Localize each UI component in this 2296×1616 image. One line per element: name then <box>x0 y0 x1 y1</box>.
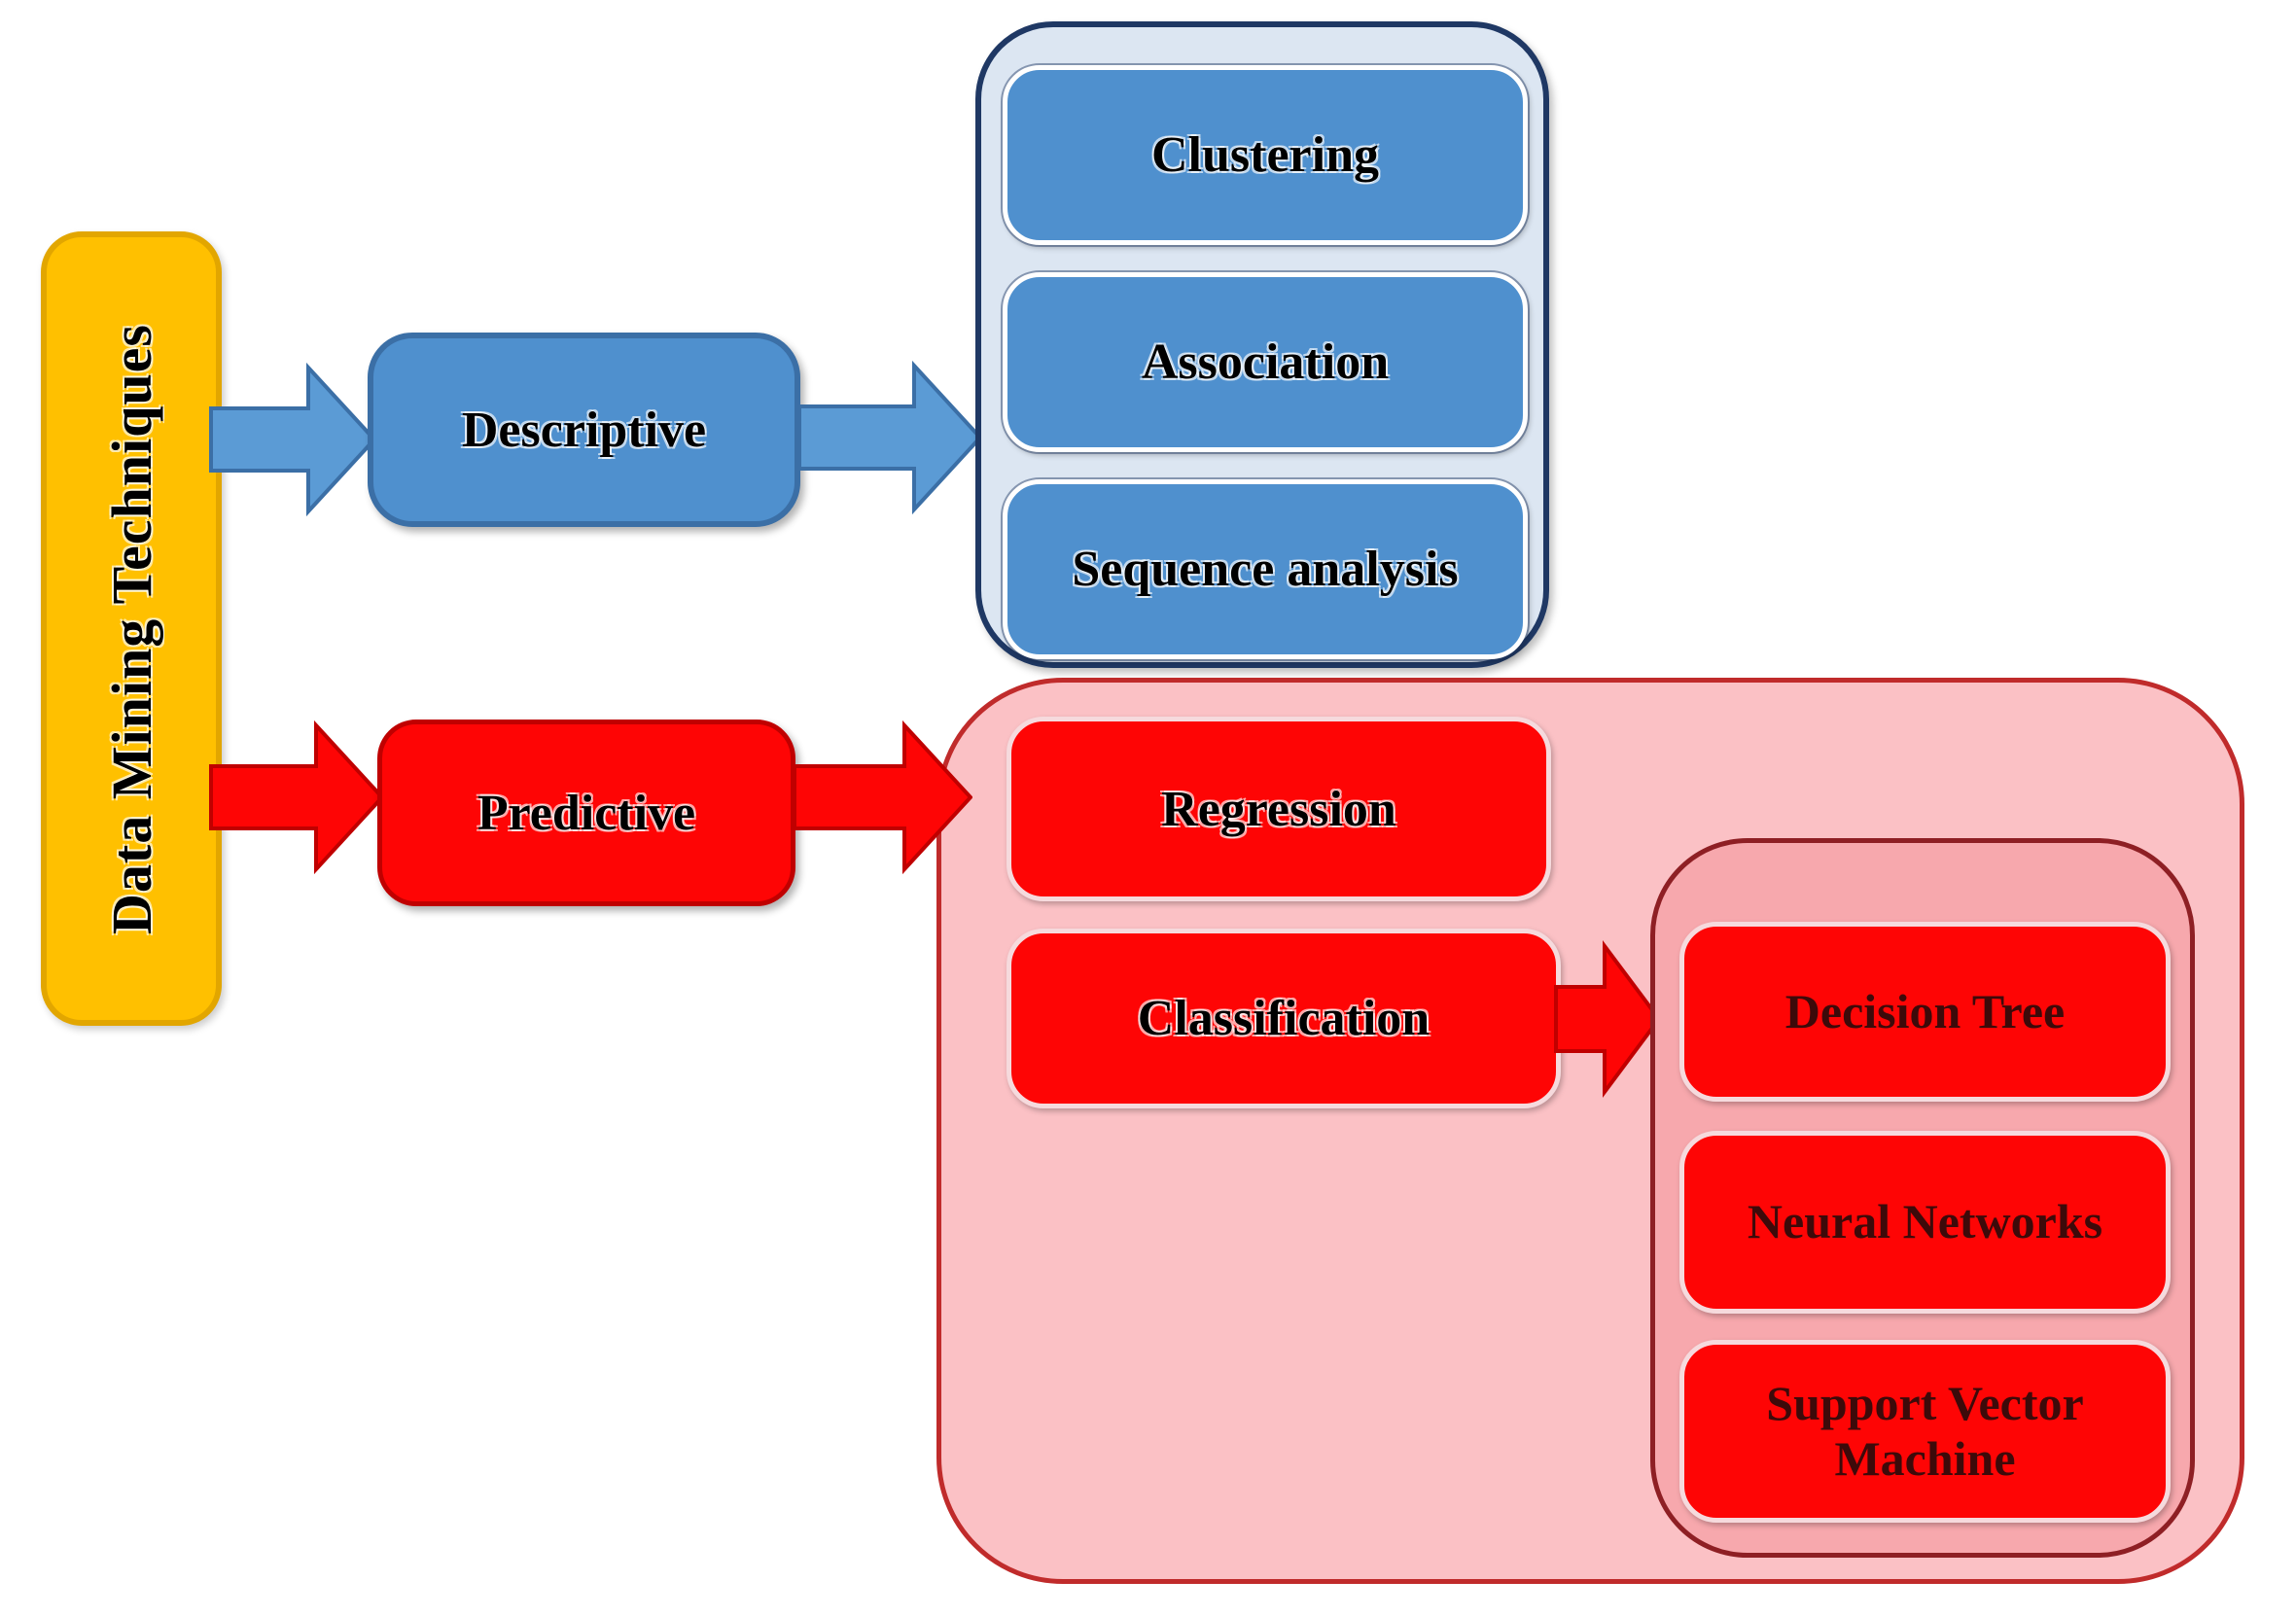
root-label: Data Mining Techniques <box>99 323 163 934</box>
arrow-predictive-to-children-icon <box>793 720 972 875</box>
predictive-node: Predictive <box>377 720 795 906</box>
root-node-data-mining-techniques: Data Mining Techniques <box>41 231 222 1026</box>
association-label: Association <box>1141 334 1390 390</box>
descriptive-node: Descriptive <box>368 333 800 527</box>
neural-networks-node: Neural Networks <box>1679 1131 2171 1314</box>
arrow-root-to-descriptive-icon <box>209 362 376 517</box>
clustering-node: Clustering <box>1001 63 1530 247</box>
descriptive-label: Descriptive <box>461 402 707 458</box>
classification-node: Classification <box>1007 929 1561 1108</box>
regression-label: Regression <box>1161 781 1396 837</box>
classification-label: Classification <box>1137 991 1431 1046</box>
neural-networks-label: Neural Networks <box>1747 1194 2103 1249</box>
sequence-analysis-node: Sequence analysis <box>1001 477 1530 661</box>
association-node: Association <box>1001 270 1530 454</box>
regression-node: Regression <box>1007 717 1551 901</box>
arrow-classification-to-methods-icon <box>1554 939 1661 1099</box>
clustering-label: Clustering <box>1151 127 1379 183</box>
support-vector-machine-label: Support Vector Machine <box>1766 1375 2084 1487</box>
decision-tree-node: Decision Tree <box>1679 922 2171 1102</box>
support-vector-machine-node: Support Vector Machine <box>1679 1340 2171 1523</box>
sequence-analysis-label: Sequence analysis <box>1072 542 1459 597</box>
decision-tree-label: Decision Tree <box>1784 983 2066 1038</box>
arrow-root-to-predictive-icon <box>209 720 384 875</box>
arrow-descriptive-to-children-icon <box>797 360 982 515</box>
predictive-label: Predictive <box>477 785 696 841</box>
